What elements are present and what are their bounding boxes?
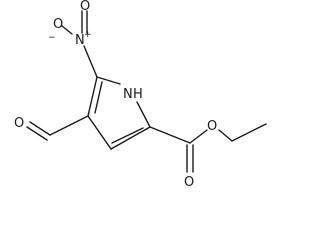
structure-canvas: O − N + O O N H O O bbox=[14, 0, 267, 190]
atom-n-nitro: N bbox=[75, 33, 85, 48]
bond-ch2-ch3 bbox=[231, 123, 267, 142]
bond-ccarb-o-single bbox=[189, 129, 208, 144]
atom-h-ring: H bbox=[133, 87, 143, 102]
bond-nitro-n-c5 bbox=[83, 45, 98, 78]
bond-c4-c5-inner bbox=[94, 81, 103, 114]
charge-plus: + bbox=[84, 30, 92, 40]
bond-c2-ccarb bbox=[149, 126, 191, 144]
bond-c2-c3-inner bbox=[111, 127, 144, 144]
bond-c3-c4 bbox=[87, 115, 112, 150]
atom-o-ester-double: O bbox=[184, 175, 194, 190]
bond-c2-c3 bbox=[110, 126, 151, 150]
charge-minus: − bbox=[48, 33, 56, 43]
bond-o-ch2 bbox=[218, 129, 233, 142]
atom-n-ring: N bbox=[123, 87, 133, 102]
atom-o-ester-single: O bbox=[207, 119, 217, 134]
atom-o-nitro-minus: O bbox=[53, 17, 63, 32]
bond-c4-c5 bbox=[87, 76, 98, 117]
atom-labels: O − N + O O N H O O bbox=[14, 0, 217, 190]
bond-cho-o-a bbox=[29, 121, 51, 136]
molecule-structure: O − N + O O N H O O bbox=[14, 0, 267, 190]
atom-o-nitro-double: O bbox=[80, 0, 90, 14]
bonds bbox=[26, 10, 267, 173]
bond-c4-cho bbox=[49, 115, 89, 136]
bond-n1-c2 bbox=[136, 101, 151, 128]
bond-cho-o-b bbox=[26, 126, 48, 141]
atom-o-formyl: O bbox=[14, 116, 24, 131]
bond-nitro-o-n bbox=[61, 25, 73, 35]
bond-c5-n1 bbox=[96, 76, 121, 85]
